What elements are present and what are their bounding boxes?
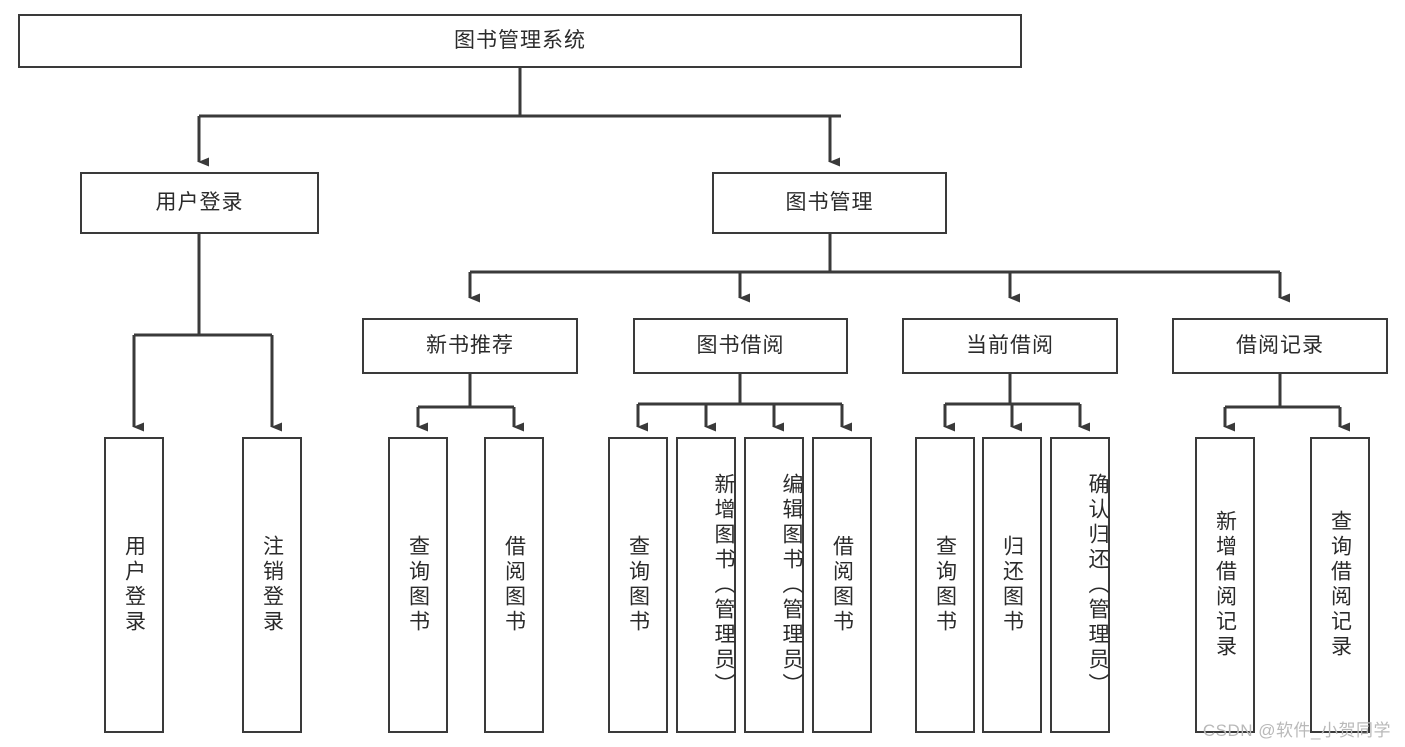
node-leaf-user-logout[interactable]: 注销登录 — [242, 437, 302, 733]
node-label: 查询图书 — [933, 535, 957, 635]
node-label: 查询图书 — [406, 535, 430, 635]
node-leaf-query-borrow-record[interactable]: 查询借阅记录 — [1310, 437, 1370, 733]
node-new-book-recommend[interactable]: 新书推荐 — [362, 318, 578, 374]
node-label: 图书管理系统 — [454, 29, 586, 53]
node-book-borrow[interactable]: 图书借阅 — [633, 318, 848, 374]
node-label: 用户登录 — [122, 535, 146, 635]
watermark-text: CSDN @软件_小贺同学 — [1202, 721, 1391, 740]
node-leaf-borrow-book[interactable]: 借阅图书 — [812, 437, 872, 733]
node-leaf-add-borrow-record[interactable]: 新增借阅记录 — [1195, 437, 1255, 733]
node-leaf-return-book[interactable]: 归还图书 — [982, 437, 1042, 733]
node-root-system[interactable]: 图书管理系统 — [18, 14, 1022, 68]
node-label: 注销登录 — [260, 535, 284, 635]
node-label: 新增图书（管理员） — [712, 472, 735, 698]
node-book-manage[interactable]: 图书管理 — [712, 172, 947, 234]
node-leaf-edit-book-admin[interactable]: 编辑图书（管理员） — [744, 437, 804, 733]
node-label: 借阅图书 — [830, 535, 854, 635]
node-label: 借阅图书 — [502, 535, 526, 635]
node-label: 确认归还（管理员） — [1086, 472, 1109, 698]
node-current-borrow[interactable]: 当前借阅 — [902, 318, 1118, 374]
node-label: 图书借阅 — [696, 334, 785, 358]
node-label: 新增借阅记录 — [1213, 510, 1237, 660]
node-leaf-add-book-admin[interactable]: 新增图书（管理员） — [676, 437, 736, 733]
node-leaf-query-book-recommend[interactable]: 查询图书 — [388, 437, 448, 733]
node-label: 借阅记录 — [1236, 334, 1324, 358]
node-leaf-query-book-current[interactable]: 查询图书 — [915, 437, 975, 733]
node-label: 查询图书 — [626, 535, 650, 635]
node-label: 图书管理 — [785, 191, 874, 215]
node-borrow-record[interactable]: 借阅记录 — [1172, 318, 1388, 374]
node-user-login[interactable]: 用户登录 — [80, 172, 319, 234]
node-leaf-user-login[interactable]: 用户登录 — [104, 437, 164, 733]
node-label: 编辑图书（管理员） — [780, 472, 803, 698]
node-label: 新书推荐 — [426, 334, 514, 358]
node-label: 查询借阅记录 — [1328, 510, 1352, 660]
node-label: 当前借阅 — [966, 334, 1054, 358]
node-leaf-borrow-book-recommend[interactable]: 借阅图书 — [484, 437, 544, 733]
node-label: 归还图书 — [1000, 535, 1024, 635]
node-leaf-query-book-borrow[interactable]: 查询图书 — [608, 437, 668, 733]
node-leaf-confirm-return-admin[interactable]: 确认归还（管理员） — [1050, 437, 1110, 733]
node-label: 用户登录 — [155, 191, 244, 215]
